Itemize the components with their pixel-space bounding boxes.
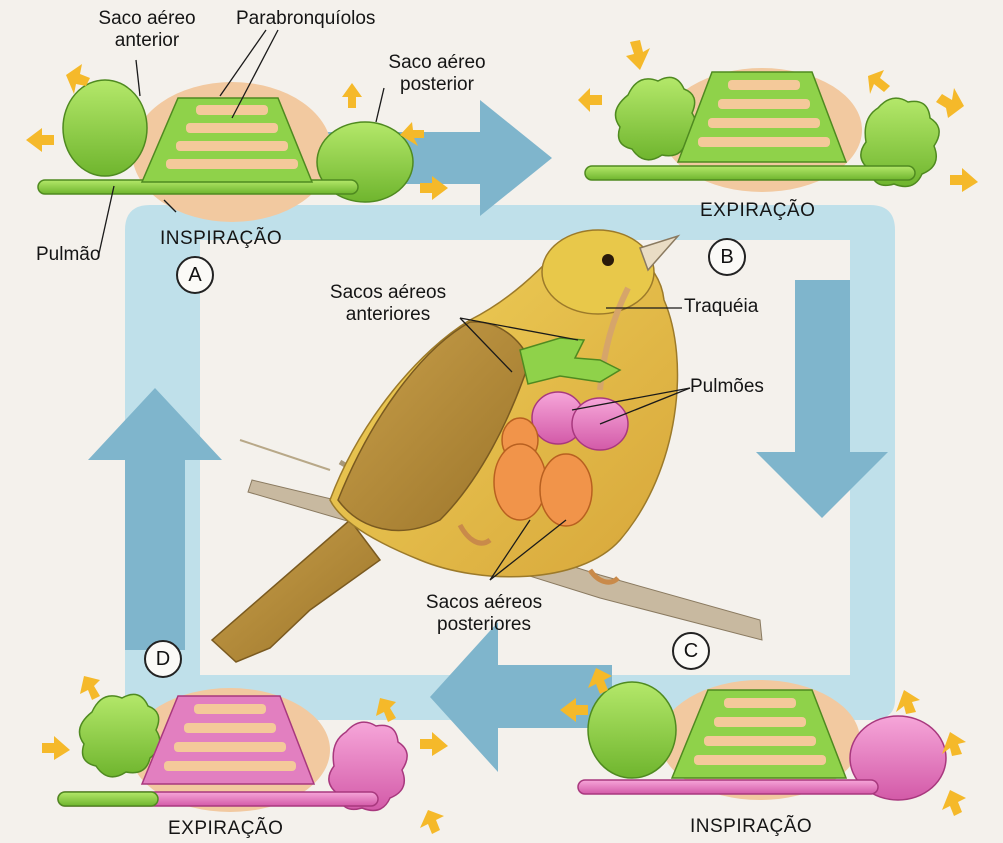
label-trachea: Traquéia xyxy=(684,296,759,317)
bird-illustration xyxy=(210,229,763,663)
posterior-air-sac xyxy=(849,715,947,801)
label-lung: Pulmão xyxy=(36,244,101,265)
panel-d xyxy=(42,676,448,834)
posterior-air-sac-1 xyxy=(493,443,547,521)
flow-cycle xyxy=(88,100,895,772)
air-arrow xyxy=(588,668,612,694)
air-arrow xyxy=(896,690,920,714)
air-arrow xyxy=(400,122,424,146)
label-posterior-air-sacs: Sacos aéreos posteriores xyxy=(404,592,564,636)
panel-a xyxy=(26,64,448,222)
air-arrow xyxy=(376,698,396,722)
leader-lines xyxy=(97,29,691,581)
air-arrow xyxy=(560,698,588,722)
bird-foot xyxy=(457,523,492,546)
air-arrow xyxy=(578,88,602,112)
label-line: Saco aéreo posterior xyxy=(388,52,486,95)
label-anterior-air-sacs: Sacos aéreos anteriores xyxy=(318,282,458,326)
bird-beak xyxy=(639,234,681,272)
panel-b xyxy=(578,40,978,192)
label-line: Sacos aéreos anteriores xyxy=(329,282,447,325)
posterior-air-sac-2 xyxy=(539,453,593,527)
arrow-right xyxy=(305,100,552,216)
arrow-up xyxy=(88,388,222,650)
stage-marker-a: A xyxy=(176,256,214,294)
arrow-left xyxy=(430,622,612,772)
air-arrow xyxy=(26,128,54,152)
label-line: Sacos aéreos posteriores xyxy=(425,592,543,635)
phase-label-a: INSPIRAÇÃO xyxy=(160,228,283,249)
bird-head xyxy=(541,229,655,315)
phase-label-d: EXPIRAÇÃO xyxy=(168,818,284,839)
label-lungs: Pulmões xyxy=(690,376,764,397)
air-arrow xyxy=(936,88,964,118)
phase-label-c: INSPIRAÇÃO xyxy=(690,816,813,837)
bronchus xyxy=(577,779,879,795)
anterior-air-sac-deflated xyxy=(78,693,161,778)
panel-c xyxy=(560,668,966,816)
air-arrow xyxy=(942,732,966,756)
label-posterior-air-sac: Saco aéreo posterior xyxy=(372,52,502,96)
label-parabronchioles: Parabronquíolos xyxy=(236,8,376,29)
bird-eye xyxy=(602,254,614,266)
bronchus xyxy=(584,165,916,181)
phase-label-b: EXPIRAÇÃO xyxy=(700,200,816,221)
air-arrow xyxy=(626,40,650,70)
label-line: Saco aéreo anterior xyxy=(98,8,196,51)
anterior-air-sac xyxy=(587,681,677,779)
air-arrow xyxy=(420,732,448,756)
air-arrow xyxy=(420,176,448,200)
air-arrow xyxy=(342,83,362,108)
air-arrow xyxy=(420,810,444,834)
anterior-air-sac xyxy=(62,79,148,177)
label-anterior-air-sac: Saco aéreo anterior xyxy=(82,8,212,52)
posterior-air-sac-deflated xyxy=(860,97,940,188)
stage-marker-c: C xyxy=(672,632,710,670)
air-arrow xyxy=(42,736,70,760)
bird-foot xyxy=(587,568,620,585)
air-arrow xyxy=(868,70,890,94)
air-arrow xyxy=(66,64,90,94)
arrow-down xyxy=(756,280,888,518)
posterior-air-sac-deflated xyxy=(328,721,408,812)
air-arrow xyxy=(942,790,966,816)
air-arrow xyxy=(950,168,978,192)
stage-marker-b: B xyxy=(708,238,746,276)
bird-tail xyxy=(210,518,382,663)
stage-marker-d: D xyxy=(144,640,182,678)
air-arrow xyxy=(80,676,100,700)
